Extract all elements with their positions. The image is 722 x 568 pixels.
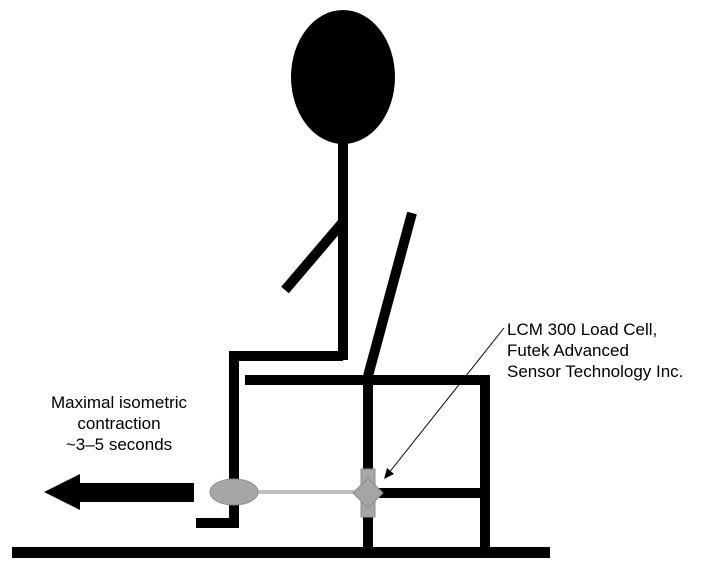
contraction-label-line1: Maximal isometric <box>50 393 188 412</box>
contraction-label: Maximal isometric contraction ~3–5 secon… <box>36 392 202 455</box>
arm <box>281 218 347 294</box>
ankle-cuff <box>209 478 259 506</box>
chair <box>245 211 490 547</box>
stick-figure <box>196 10 395 528</box>
contraction-label-line2: contraction <box>77 414 161 433</box>
callout-pointer <box>384 327 505 479</box>
head <box>291 10 395 144</box>
leg <box>196 351 343 528</box>
contraction-label-line3: ~3–5 seconds <box>65 435 173 454</box>
load-cell-label-line1: LCM 300 Load Cell, <box>507 320 658 339</box>
pull-direction-arrow <box>44 474 194 510</box>
load-cell-label: LCM 300 Load Cell, Futek Advanced Sensor… <box>507 319 683 382</box>
load-cell-sensor <box>352 477 384 509</box>
load-cell <box>352 468 384 518</box>
callout-arrowhead <box>384 468 394 479</box>
load-cell-label-line3: Sensor Technology Inc. <box>507 362 684 381</box>
chair-backrest <box>363 211 417 378</box>
load-cell-label-line2: Futek Advanced <box>507 341 629 360</box>
floor <box>12 547 550 558</box>
